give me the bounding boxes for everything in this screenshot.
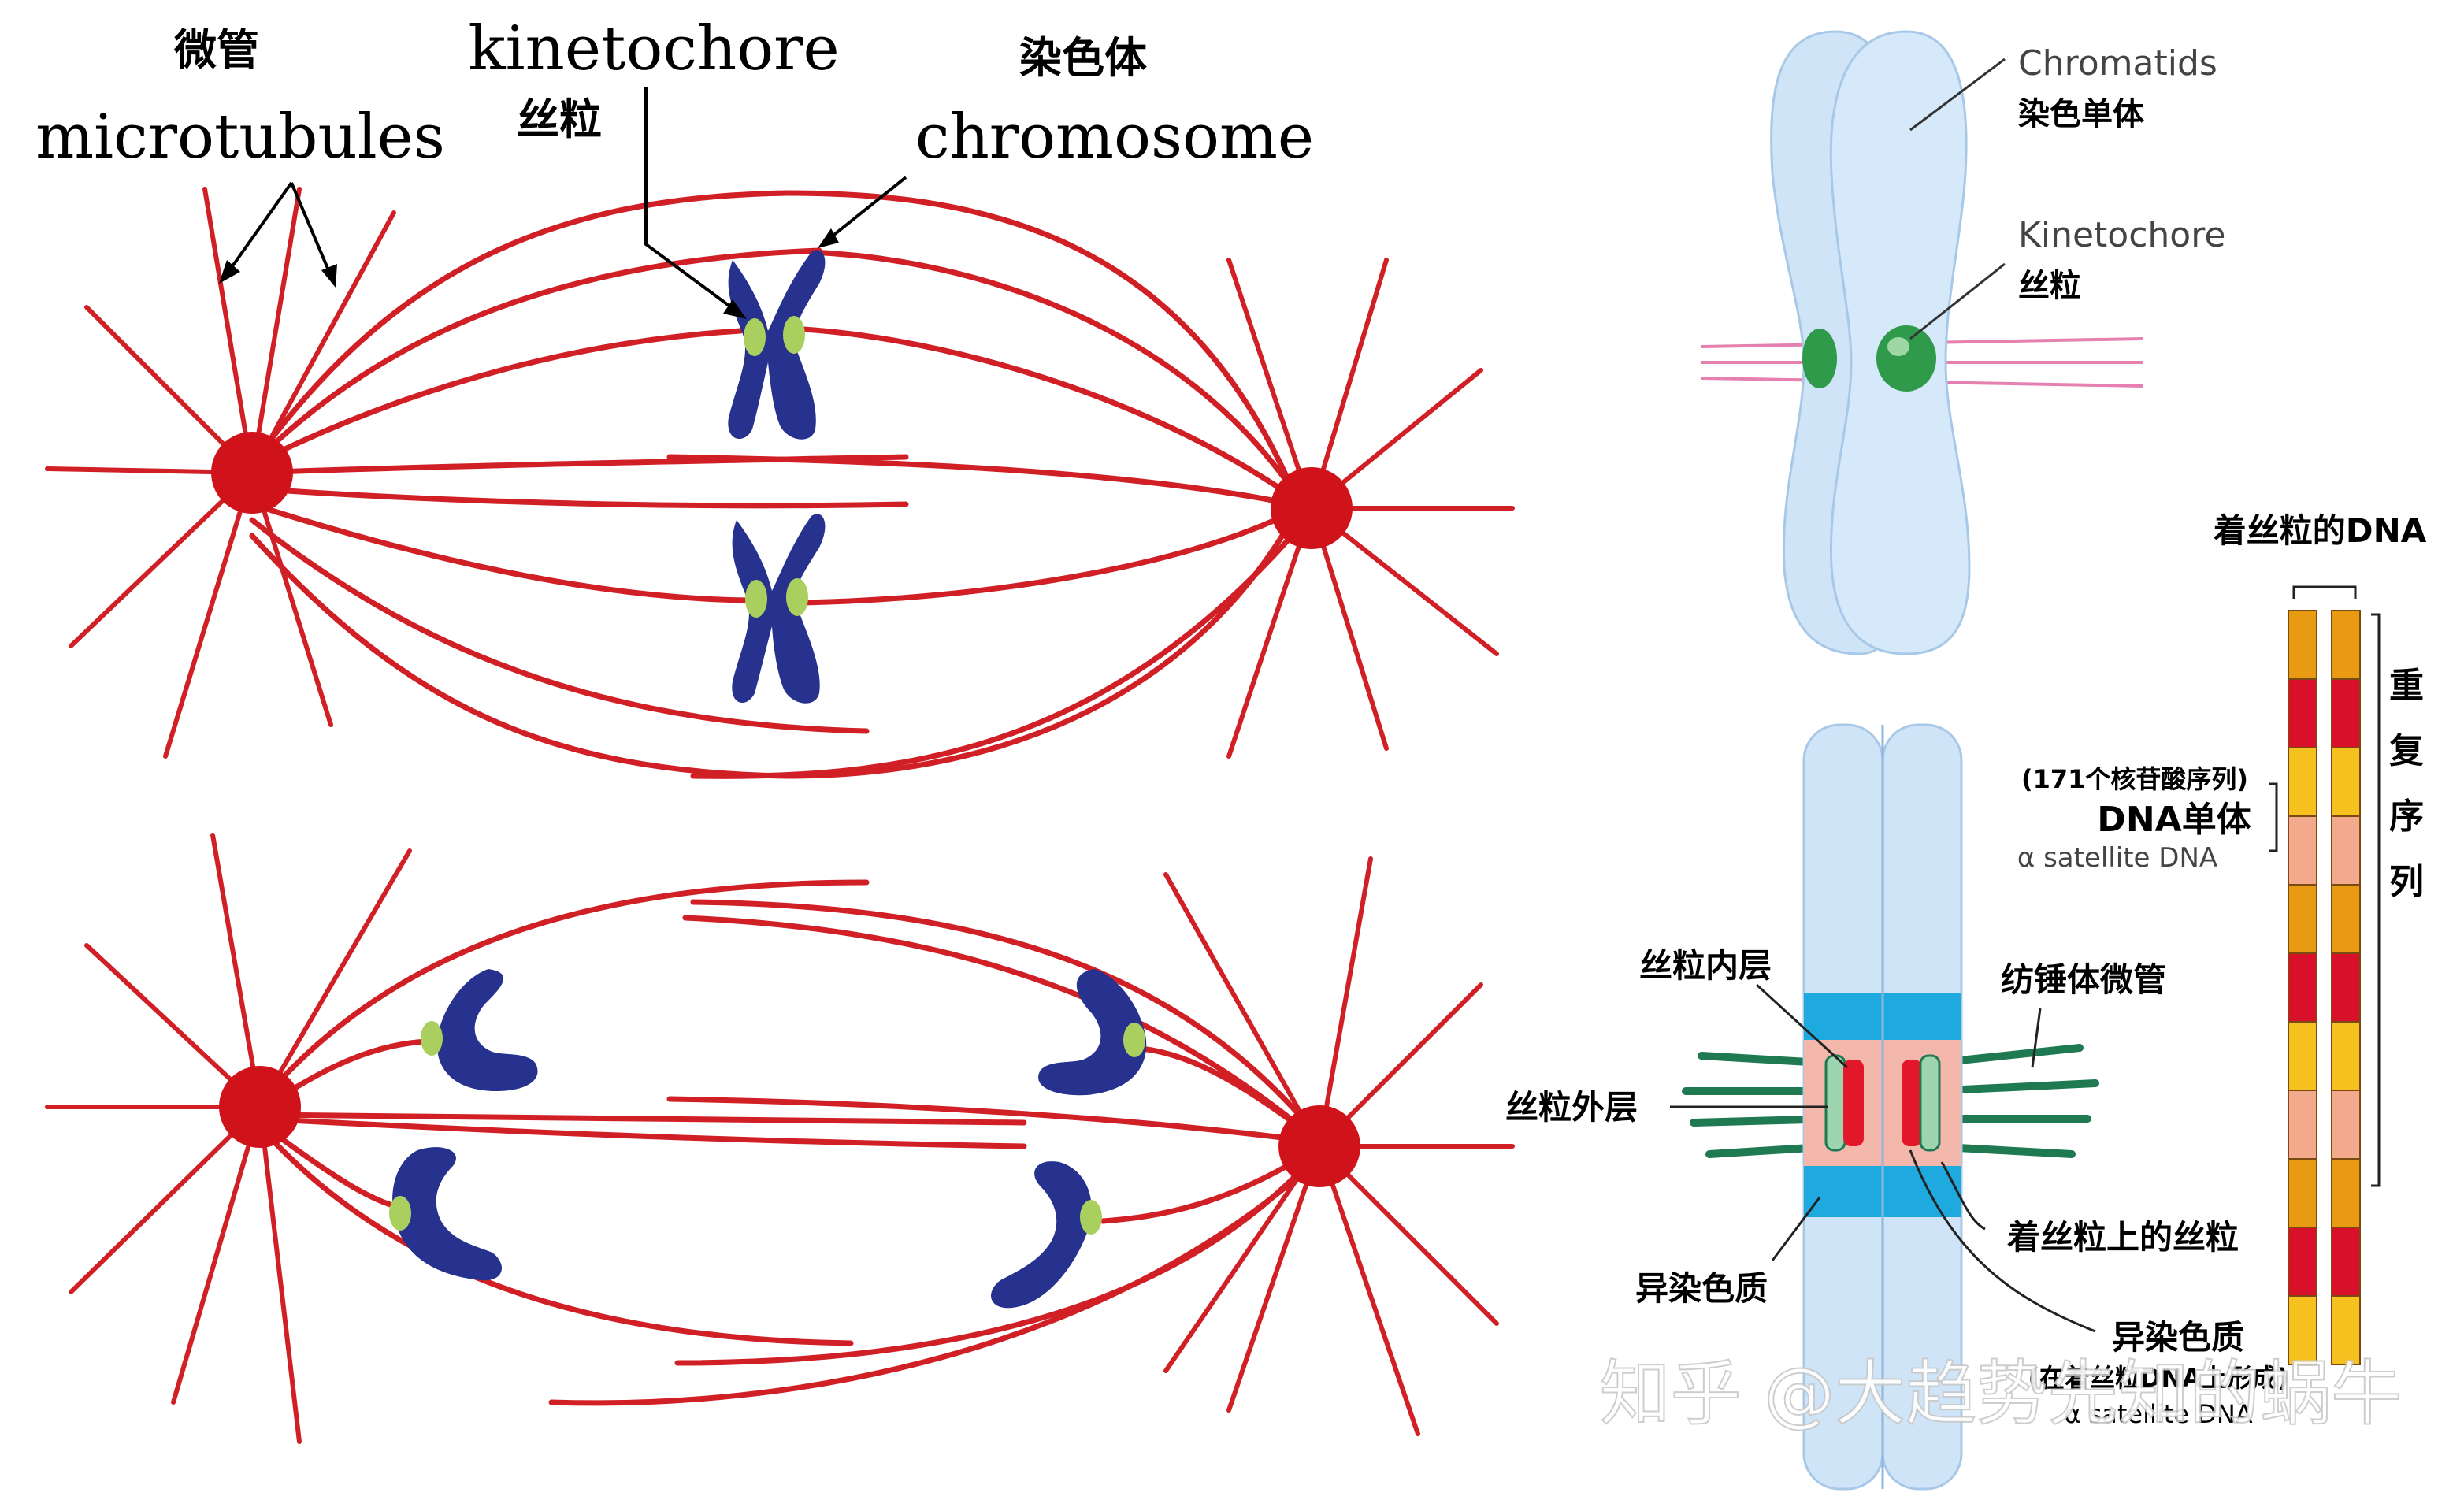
dna-double-strand [2288, 610, 2361, 1365]
kinetochore-dot [744, 318, 766, 356]
metaphase-spindle-diagram: 微管 microtubules kinetochore 丝粒 染色体 chrom… [35, 13, 1515, 779]
chromatid-diagram: Chromatids 染色单体 Kinetochore 丝粒 [1701, 30, 2225, 655]
centrosome-bottom-right [1278, 1105, 1360, 1187]
monomer-bracket [2269, 782, 2278, 852]
dna-segment [2331, 610, 2361, 680]
dna-segment [2288, 1021, 2317, 1091]
dna-segment [2331, 884, 2361, 954]
kinetochore-dot [783, 316, 805, 354]
kinetochore-dot [786, 578, 808, 616]
dna-top-bracket [2292, 585, 2357, 599]
satellite-dna-label: α satellite DNA [2017, 842, 2217, 874]
dna-segment [2288, 884, 2317, 954]
kinetochore-highlight [1887, 337, 1909, 356]
centrosome-bottom-left [219, 1066, 301, 1148]
anaphase-spindle-diagram [45, 833, 1515, 1444]
centromere-structure-diagram: 丝粒内层 丝粒外层 异染色质 纺锤体微管 着丝粒上的丝粒 异染色质 (在着丝粒D… [1505, 723, 2289, 1491]
separated-chromatids [392, 969, 1147, 1309]
spindle-fibers-top [249, 190, 1295, 779]
chromosome-en-label: chromosome [915, 102, 1314, 173]
kinetochore-en-label-right: Kinetochore [2018, 215, 2225, 255]
chromosome-cn-label: 染色体 [1019, 33, 1147, 83]
outer-layer-label: 丝粒外层 [1505, 1088, 1638, 1127]
centromere-leader-lines [1670, 983, 2096, 1333]
metaphase-chromosome-2 [732, 514, 826, 704]
centromere-kinetochore-label: 着丝粒上的丝粒 [2007, 1218, 2239, 1257]
chromatids-en-label: Chromatids [2018, 43, 2217, 84]
spindle-fibers-bottom [257, 879, 1323, 1406]
outer-kinetochore-left [1824, 1054, 1846, 1152]
dna-segment [2288, 952, 2317, 1023]
dna-segment [2331, 952, 2361, 1023]
centrosome-right [1271, 467, 1353, 549]
dna-segment [2288, 747, 2317, 817]
metaphase-chromosome-1 [728, 250, 826, 440]
dna-segment [2331, 678, 2361, 748]
chromatids-pointer [1909, 58, 2006, 132]
satellite-note-label: α satellite DNA [2064, 1399, 2252, 1429]
monomer-note-label: (171个核苷酸序列) [2021, 764, 2248, 794]
outer-kinetochore-right [1919, 1054, 1941, 1152]
dna-segment [2331, 1158, 2361, 1228]
dna-segment [2331, 1090, 2361, 1160]
heterochromatin-note-label: (在着丝粒DNA上形成) [2028, 1363, 2288, 1393]
repeat-char-2: 复 [2389, 731, 2424, 771]
microtubules-cn-label: 微管 [173, 25, 259, 75]
centrosome-left [211, 432, 293, 514]
inner-kinetochore-left [1843, 1060, 1864, 1146]
repeat-bracket [2371, 613, 2381, 1187]
dna-segment [2288, 1158, 2317, 1228]
dna-segment [2331, 1021, 2361, 1091]
centromeric-dna-diagram: 着丝粒的DNA 重 复 序 列 (171个核苷酸序列) DNA单体 α sate… [2017, 511, 2427, 1365]
anaphase-kinetochores [389, 1021, 1145, 1235]
repeat-char-4: 列 [2389, 862, 2424, 902]
repeat-char-1: 重 [2389, 666, 2424, 706]
dna-segment [2288, 1295, 2317, 1365]
dna-segment [2331, 815, 2361, 886]
dna-segment [2288, 678, 2317, 748]
kinetochore-cn-label: 丝粒 [517, 95, 602, 144]
microtubules-en-label: microtubules [35, 102, 445, 173]
dna-segment [2288, 815, 2317, 886]
heterochromatin-left-label: 异染色质 [1635, 1269, 1768, 1308]
inner-kinetochore-right [1902, 1060, 1922, 1146]
arrow-heads [219, 228, 839, 319]
dna-segment [2331, 747, 2361, 817]
monomer-label: DNA单体 [2097, 800, 2251, 840]
kinetochore-dot [745, 580, 767, 618]
dna-segment [2288, 1227, 2317, 1297]
dna-title: 着丝粒的DNA [2214, 511, 2427, 550]
kinetochore-en-label: kinetochore [468, 13, 839, 84]
label-arrows [227, 87, 907, 313]
heterochromatin-right-label: 异染色质 [2112, 1318, 2244, 1357]
watermark: 知乎 @大趋势先知的蜗牛 [1600, 1353, 2403, 1435]
repeat-char-3: 序 [2389, 796, 2424, 837]
kinetochore-green-left [1802, 329, 1837, 388]
dna-segment [2288, 610, 2317, 680]
dna-segment [2288, 1090, 2317, 1160]
inner-layer-label: 丝粒内层 [1639, 946, 1772, 985]
dna-segment [2331, 1227, 2361, 1297]
spindle-microtubule-label: 纺锤体微管 [2001, 960, 2166, 999]
kinetochore-pointer [1909, 262, 2006, 340]
kinetochore-cn-label-right: 丝粒 [2018, 268, 2081, 304]
astral-rays-bottom-left [45, 833, 412, 1444]
kinetochore-green-right [1876, 325, 1936, 392]
chromatids-cn-label: 染色单体 [2018, 96, 2144, 132]
dna-segment [2331, 1295, 2361, 1365]
